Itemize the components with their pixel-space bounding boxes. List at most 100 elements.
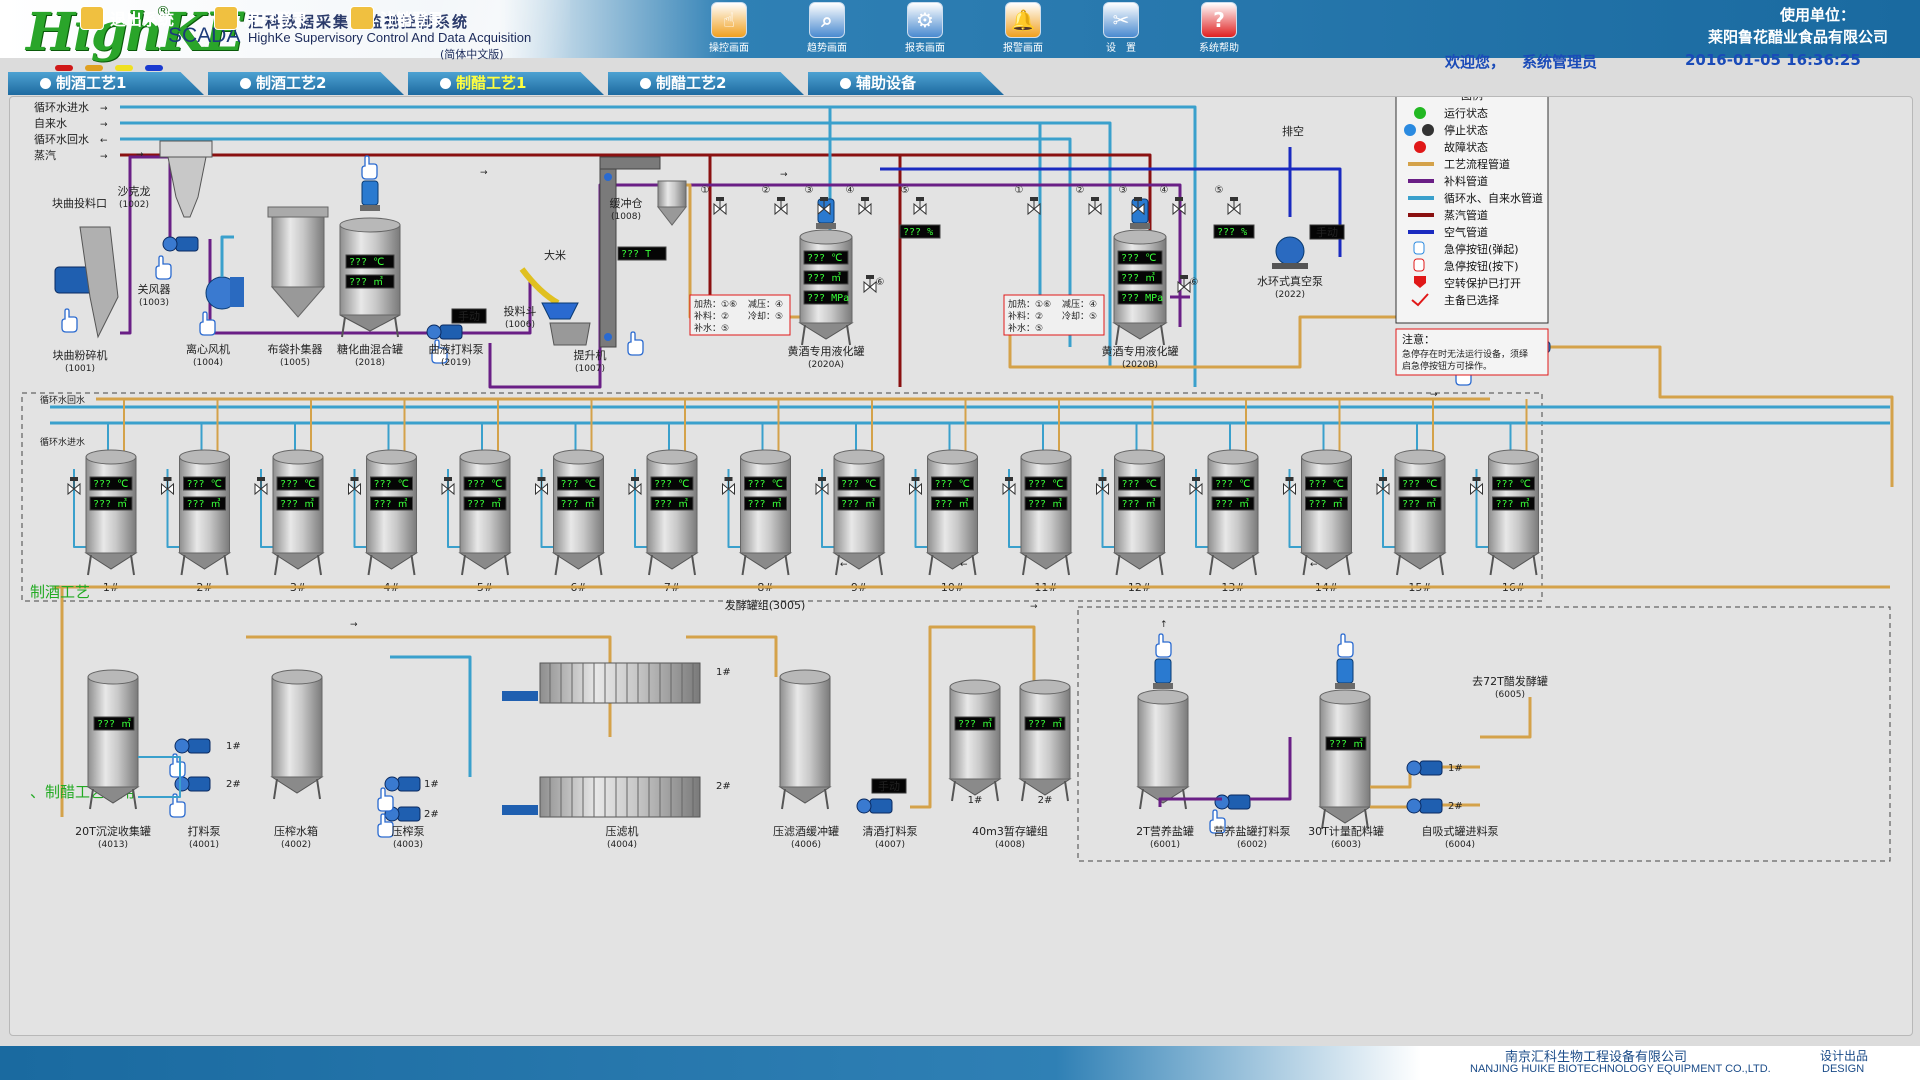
step-valve-2[interactable] — [1088, 197, 1102, 216]
emergency-stop-hand-icon[interactable] — [377, 787, 394, 812]
fermenter-tank-9[interactable] — [832, 449, 886, 576]
pump-motor[interactable] — [397, 806, 421, 822]
emergency-stop-hand-icon[interactable] — [155, 255, 172, 280]
pump-volute[interactable] — [162, 236, 178, 252]
airlock-1003[interactable] — [162, 236, 199, 252]
nutrient-tank-6001[interactable] — [1136, 689, 1190, 810]
kpump-2019[interactable] — [426, 324, 463, 340]
elevator-shaft[interactable] — [599, 156, 617, 348]
vacuum-pump-2022[interactable] — [1272, 236, 1308, 269]
tab-3[interactable]: 制醋工艺1 — [408, 72, 604, 95]
clear-pump-4007[interactable] — [856, 798, 893, 814]
pump-volute[interactable] — [384, 776, 400, 792]
fermenter-tank-13[interactable] — [1206, 449, 1260, 576]
emergency-stop-hand-icon[interactable] — [1337, 633, 1354, 658]
storage-tank-1[interactable] — [948, 679, 1002, 802]
fermenter-tank-11[interactable] — [1019, 449, 1073, 576]
step-valve-5[interactable] — [1227, 197, 1241, 216]
tank-body[interactable] — [271, 676, 323, 778]
fermenter-tank-5[interactable] — [458, 449, 512, 576]
tank-body[interactable] — [779, 676, 831, 788]
fermenter-tank-15[interactable] — [1393, 449, 1447, 576]
fermenter-tank-6[interactable] — [551, 449, 606, 576]
hand-shape[interactable] — [1337, 633, 1354, 658]
emergency-stop-hand-icon[interactable] — [361, 155, 378, 180]
hand-shape[interactable] — [377, 787, 394, 812]
pump-motor[interactable] — [175, 236, 199, 252]
pump-motor[interactable] — [1419, 760, 1443, 776]
filter-plates[interactable] — [539, 662, 701, 704]
tank-body[interactable] — [1319, 696, 1371, 808]
press-pump-4003-2[interactable] — [384, 806, 421, 822]
pump-motor[interactable] — [869, 798, 893, 814]
emergency-stop-hand-icon[interactable] — [1155, 633, 1172, 658]
sedimentation-tank-4013[interactable] — [86, 669, 140, 810]
tank-body[interactable] — [87, 676, 139, 788]
hand-shape[interactable] — [61, 308, 78, 333]
fermenter-valve[interactable] — [1376, 477, 1390, 496]
pump-4001-1[interactable] — [174, 738, 211, 754]
emergency-stop-hand-icon[interactable] — [1209, 809, 1226, 834]
emergency-stop-hand-icon[interactable] — [627, 331, 644, 356]
storage-tank-2[interactable] — [1018, 679, 1072, 802]
fermenter-tank-1[interactable] — [84, 449, 138, 576]
feed-hopper-1006[interactable] — [541, 302, 591, 346]
hand-shape[interactable] — [377, 813, 394, 838]
fermenter-tank-7[interactable] — [645, 449, 699, 576]
toolbar-button-2[interactable]: ⌕趋势画面 — [782, 2, 872, 54]
pump-4001-2[interactable] — [174, 776, 211, 792]
fermenter-valve[interactable] — [67, 477, 81, 496]
filter-press-2#[interactable]: 2# — [502, 776, 731, 818]
emergency-stop-hand-icon[interactable] — [431, 339, 448, 364]
footer-button-1[interactable]: 退出系统 — [80, 6, 174, 30]
mix-tank-2018[interactable] — [339, 217, 401, 338]
self-priming-pump-1[interactable] — [1406, 760, 1443, 776]
step-valve-2[interactable] — [774, 197, 788, 216]
toolbar-button-5[interactable]: ✂设 置 — [1076, 2, 1166, 54]
crusher-body[interactable] — [79, 226, 119, 339]
tab-4[interactable]: 制醋工艺2 — [608, 72, 804, 95]
fermenter-tank-2[interactable] — [177, 449, 232, 576]
elevator-1007[interactable] — [599, 156, 661, 348]
pump-volute[interactable] — [1406, 760, 1422, 776]
press-water-tank-4002[interactable] — [270, 669, 324, 800]
step-valve-4[interactable] — [1172, 197, 1186, 216]
cyclone-body[interactable] — [167, 156, 207, 218]
toolbar-button-3[interactable]: ⚙报表画面 — [880, 2, 970, 54]
fermenter-valve[interactable] — [254, 477, 268, 496]
fermenter-valve[interactable] — [535, 477, 548, 496]
fermenter-tank-8[interactable] — [738, 449, 793, 576]
pump-volute[interactable] — [426, 324, 442, 340]
step-valve-4[interactable] — [858, 197, 872, 216]
fermenter-tank-14[interactable] — [1299, 449, 1354, 576]
step-valve-1[interactable] — [1027, 197, 1041, 216]
pump-motor[interactable] — [187, 738, 211, 754]
fermenter-tank-10[interactable] — [925, 449, 980, 576]
liquefaction-tank-2020a[interactable] — [798, 229, 854, 346]
step-valve-1[interactable] — [713, 197, 727, 216]
step-valve-5[interactable] — [913, 197, 927, 216]
tab-5[interactable]: 辅助设备 — [808, 72, 1004, 95]
footer-button-2[interactable]: 用户登录 — [214, 6, 308, 30]
metering-tank-6003[interactable] — [1318, 689, 1372, 830]
pump-motor[interactable] — [1419, 798, 1443, 814]
emergency-stop-hand-icon[interactable] — [199, 311, 216, 336]
pump-volute[interactable] — [1406, 798, 1422, 814]
fermenter-valve[interactable] — [161, 477, 174, 496]
tank-body[interactable] — [1019, 686, 1071, 780]
hand-shape[interactable] — [1209, 809, 1226, 834]
fermenter-valve[interactable] — [1189, 477, 1203, 496]
fermenter-valve[interactable] — [1283, 477, 1296, 496]
pump-volute[interactable] — [174, 738, 190, 754]
self-priming-pump-2[interactable] — [1406, 798, 1443, 814]
pump-motor[interactable] — [439, 324, 463, 340]
buffer-body[interactable] — [657, 180, 687, 208]
hand-shape[interactable] — [627, 331, 644, 356]
tank-body[interactable] — [949, 686, 1001, 780]
fermenter-valve[interactable] — [1002, 477, 1016, 496]
fermenter-valve[interactable] — [909, 477, 922, 496]
hand-shape[interactable] — [155, 255, 172, 280]
vacuum-body[interactable] — [1275, 236, 1305, 266]
cyclone-1002[interactable] — [159, 140, 213, 218]
toolbar-button-6[interactable]: ?系统帮助 — [1174, 2, 1264, 54]
